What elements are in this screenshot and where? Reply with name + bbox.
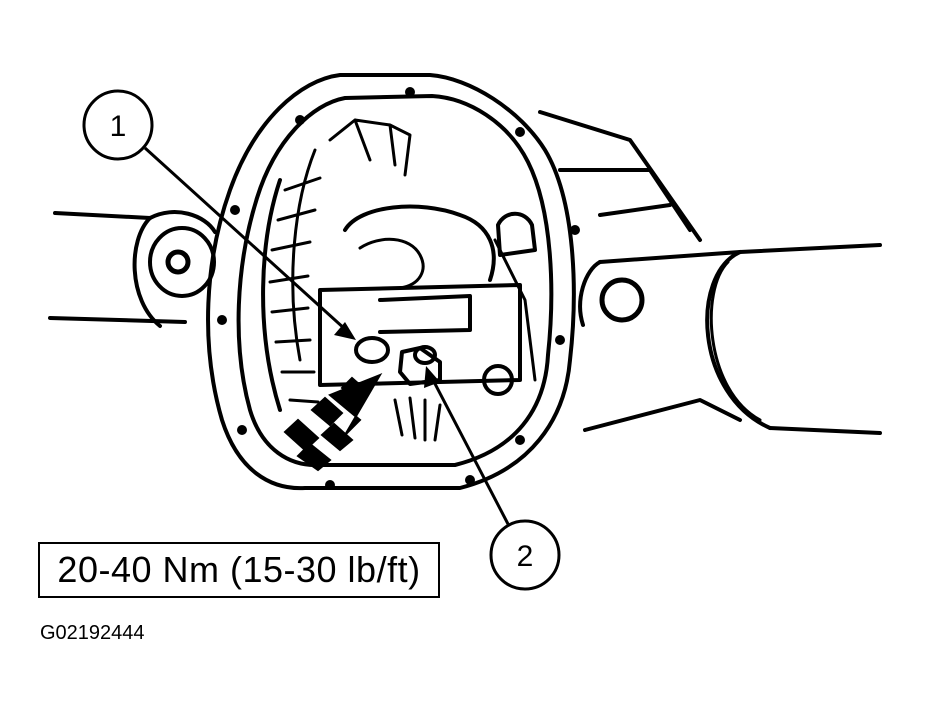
flange-bolt-holes (217, 87, 580, 490)
differential-case (318, 204, 537, 387)
callout-2-circle (489, 519, 561, 591)
callout-1: 1 (82, 89, 356, 340)
left-axle-tube (48, 210, 217, 328)
ring-gear (261, 118, 412, 412)
callout-2-arrowhead (424, 366, 440, 388)
right-axle-tube (598, 243, 882, 435)
adjuster-lock-bolt-2 (398, 345, 514, 396)
bearing-cap-bolt-1 (354, 336, 390, 364)
carrier-housing (206, 73, 576, 491)
callout-1-leader (143, 146, 348, 332)
callout-1-circle (82, 89, 154, 161)
callout-2-label: 2 (517, 540, 534, 573)
torque-spec-text: 20-40 Nm (15-30 lb/ft) (57, 549, 421, 590)
tool-arrow-indicator (283, 372, 383, 472)
callout-2: 2 (424, 366, 561, 591)
callout-2-leader (430, 377, 510, 525)
right-flange (578, 260, 645, 327)
torque-spec-box: 20-40 Nm (15-30 lb/ft) (38, 542, 440, 598)
housing-upper-right (538, 110, 742, 432)
figure-id: G02192444 (40, 622, 145, 644)
callout-1-label: 1 (110, 110, 127, 143)
left-flange (148, 226, 216, 298)
callout-1-arrowhead (334, 322, 356, 340)
lower-gear-teeth (393, 396, 442, 442)
